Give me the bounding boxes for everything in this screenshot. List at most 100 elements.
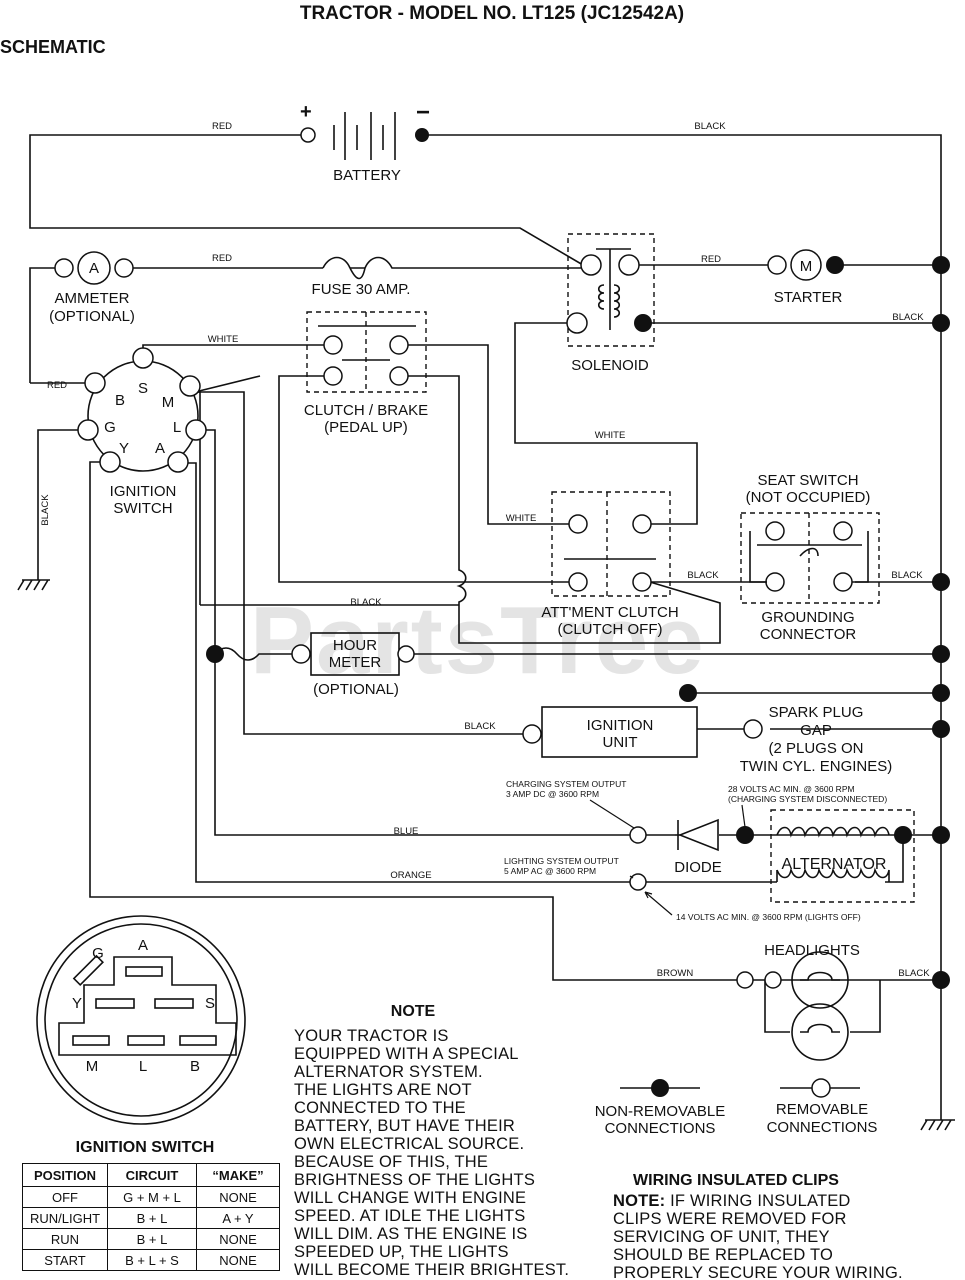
ignition-connector-view: G A Y S M L B: [36, 915, 246, 1125]
clips-note-heading: WIRING INSULATED CLIPS: [633, 1172, 839, 1189]
connector-pin-g: G: [92, 945, 104, 962]
legend-non-removable: NON-REMOVABLE: [595, 1103, 726, 1120]
ignition-unit-label: IGNITION: [587, 717, 654, 734]
connector-pin-m: M: [86, 1058, 99, 1075]
table-cell: B + L: [107, 1228, 197, 1250]
clips-note: WIRING INSULATED CLIPS NOTE: IF WIRING I…: [613, 1172, 903, 1280]
hour-meter: HOUR METER (OPTIONAL): [291, 632, 415, 698]
wire-label-red-4: RED: [47, 380, 67, 391]
wire-label-black-6: BLACK: [350, 597, 382, 608]
table-cell: OFF: [22, 1186, 108, 1208]
table-cell: NONE: [196, 1228, 280, 1250]
table-cell: B + L + S: [107, 1249, 197, 1271]
switch-terminal-s: S: [138, 380, 148, 397]
note-line: WILL BECOME THEIR BRIGHTEST.: [294, 1261, 569, 1279]
note-line: CONNECTED TO THE: [294, 1099, 466, 1117]
table-cell: START: [22, 1249, 108, 1271]
connector-pin-y: Y: [72, 995, 82, 1012]
diode: DIODE: [629, 818, 722, 891]
charging-output-value: 3 AMP DC @ 3600 RPM: [506, 789, 599, 799]
table-cell: G + M + L: [107, 1186, 197, 1208]
note-line: BATTERY, BUT HAVE THEIR: [294, 1117, 515, 1135]
battery-minus: −: [416, 99, 430, 126]
ignition-table-title: IGNITION SWITCH: [76, 1139, 215, 1156]
ammeter-label: AMMETER: [55, 290, 130, 307]
wire-label-red-2: RED: [212, 253, 232, 264]
wire-label-black-7: BLACK: [464, 721, 496, 732]
hour-meter-optional-label: (OPTIONAL): [313, 681, 399, 698]
charging-output-label: CHARGING SYSTEM OUTPUT: [506, 779, 626, 789]
wire-label-brown: BROWN: [657, 968, 694, 979]
wire-label-black-3: BLACK: [40, 494, 51, 526]
note-line: WILL CHANGE WITH ENGINE: [294, 1189, 526, 1207]
fuse: FUSE 30 AMP.: [312, 256, 412, 298]
wire-label-orange: ORANGE: [390, 870, 431, 881]
table-cell: NONE: [196, 1249, 280, 1271]
ammeter-symbol: A: [89, 260, 99, 277]
solenoid: SOLENOID: [566, 233, 655, 374]
starter-label: STARTER: [774, 289, 843, 306]
connector-pin-l: L: [139, 1058, 147, 1075]
alternator-label: ALTERNATOR: [782, 856, 887, 873]
table-header-row: POSITION CIRCUIT “MAKE”: [22, 1163, 280, 1187]
ignition-unit: IGNITION UNIT: [522, 706, 698, 758]
seat-switch-sub-label: (NOT OCCUPIED): [746, 489, 871, 506]
lighting-output-value: 5 AMP AC @ 3600 RPM: [504, 866, 596, 876]
wire-label-white-3: WHITE: [506, 513, 537, 524]
splice-dots: [206, 256, 950, 989]
page-subtitle: SCHEMATIC: [0, 37, 106, 57]
spark-plug-twin-label: TWIN CYL. ENGINES): [740, 758, 893, 775]
volts28-note: (CHARGING SYSTEM DISCONNECTED): [728, 794, 887, 804]
fuse-label: FUSE 30 AMP.: [312, 281, 411, 298]
wire-label-white-1: WHITE: [208, 334, 239, 345]
note-line: ALTERNATOR SYSTEM.: [294, 1063, 483, 1081]
connector-pin-s: S: [205, 995, 215, 1012]
clips-note-line: SERVICING OF UNIT, THEY: [613, 1228, 830, 1246]
wire-label-white-2: WHITE: [595, 430, 626, 441]
headlights: HEADLIGHTS: [736, 942, 860, 1061]
wire-label-black-8: BLACK: [898, 968, 930, 979]
ignition-switch-label-2: SWITCH: [113, 500, 172, 517]
battery: + − BATTERY: [300, 99, 430, 184]
clips-note-line: SHOULD BE REPLACED TO: [613, 1246, 833, 1264]
note-line: SPEED. AT IDLE THE LIGHTS: [294, 1207, 526, 1225]
volts28-label: 28 VOLTS AC MIN. @ 3600 RPM: [728, 784, 855, 794]
annotations: CHARGING SYSTEM OUTPUT 3 AMP DC @ 3600 R…: [504, 779, 887, 922]
starter-motor: M STARTER: [767, 249, 844, 306]
note-line: YOUR TRACTOR IS: [294, 1027, 449, 1045]
alternator: ALTERNATOR: [770, 809, 915, 903]
page-title: TRACTOR - MODEL NO. LT125 (JC12542A): [300, 3, 684, 24]
legend-non-removable-2: CONNECTIONS: [605, 1120, 716, 1137]
attachment-clutch-switch: ATT'MENT CLUTCH (CLUTCH OFF): [541, 491, 679, 638]
table-cell: A + Y: [196, 1207, 280, 1229]
table-header-position: POSITION: [22, 1163, 108, 1187]
legend-removable: REMOVABLE: [776, 1101, 868, 1118]
ignition-unit-label-2: UNIT: [603, 734, 638, 751]
starter-symbol: M: [800, 258, 813, 275]
spark-plug-label: SPARK PLUG: [769, 704, 864, 721]
table-row: START B + L + S NONE: [22, 1249, 280, 1271]
grounding-connector-sub-label: CONNECTOR: [760, 626, 857, 643]
spark-plug-gap-label: GAP: [800, 722, 832, 739]
ignition-switch-label: IGNITION: [110, 483, 177, 500]
battery-label: BATTERY: [333, 167, 401, 184]
table-header-circuit: CIRCUIT: [107, 1163, 197, 1187]
wire-label-red-1: RED: [212, 121, 232, 132]
note-line: EQUIPPED WITH A SPECIAL: [294, 1045, 519, 1063]
note-line: WILL DIM. AS THE ENGINE IS: [294, 1225, 528, 1243]
grounding-connector-label: GROUNDING: [761, 609, 854, 626]
wire-label-red-3: RED: [701, 254, 721, 265]
clutch-brake-switch: CLUTCH / BRAKE (PEDAL UP): [304, 311, 428, 436]
clips-note-prefix: NOTE:: [613, 1192, 665, 1210]
spark-plug-count-label: (2 PLUGS ON: [768, 740, 863, 757]
table-cell: RUN: [22, 1228, 108, 1250]
ignition-switch: S B M G L Y A IGNITION SWITCH: [77, 347, 207, 517]
clutch-brake-label: CLUTCH / BRAKE: [304, 402, 428, 419]
table-header-make: “MAKE”: [196, 1163, 280, 1187]
wire-label-black-5: BLACK: [891, 570, 923, 581]
svg-text:NOTE: IF WIRING INSULATED: NOTE: IF WIRING INSULATED: [613, 1192, 851, 1210]
wire-label-black-2: BLACK: [892, 312, 924, 323]
spark-plug: SPARK PLUG GAP (2 PLUGS ON TWIN CYL. ENG…: [740, 704, 893, 775]
headlights-label: HEADLIGHTS: [764, 942, 860, 959]
connector-pin-b: B: [190, 1058, 200, 1075]
